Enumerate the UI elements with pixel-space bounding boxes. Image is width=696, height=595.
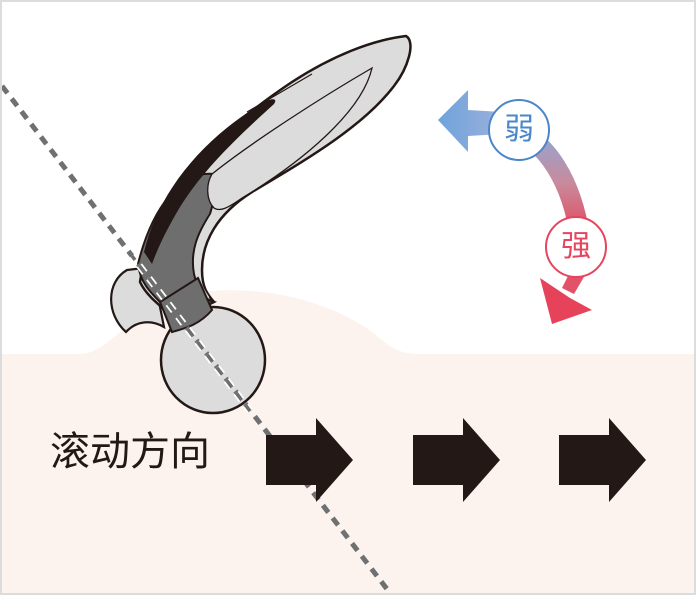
axis-dashed-line-inner xyxy=(130,254,252,413)
weak-arrow-head xyxy=(438,90,502,152)
direction-arrow-1 xyxy=(266,418,353,502)
direction-arrow-3 xyxy=(559,418,646,502)
direction-arrow-2 xyxy=(413,418,500,502)
rolling-direction-label: 滚动方向 xyxy=(50,429,210,475)
axis-dashed-line xyxy=(2,84,392,593)
strong-arrow-head xyxy=(540,278,592,324)
strong-label: 强 xyxy=(561,229,591,264)
strong-badge: 强 xyxy=(545,216,607,278)
weak-label: 弱 xyxy=(504,112,534,147)
direction-arrows xyxy=(266,418,646,502)
weak-badge: 弱 xyxy=(488,99,550,161)
roller-device xyxy=(136,34,412,322)
